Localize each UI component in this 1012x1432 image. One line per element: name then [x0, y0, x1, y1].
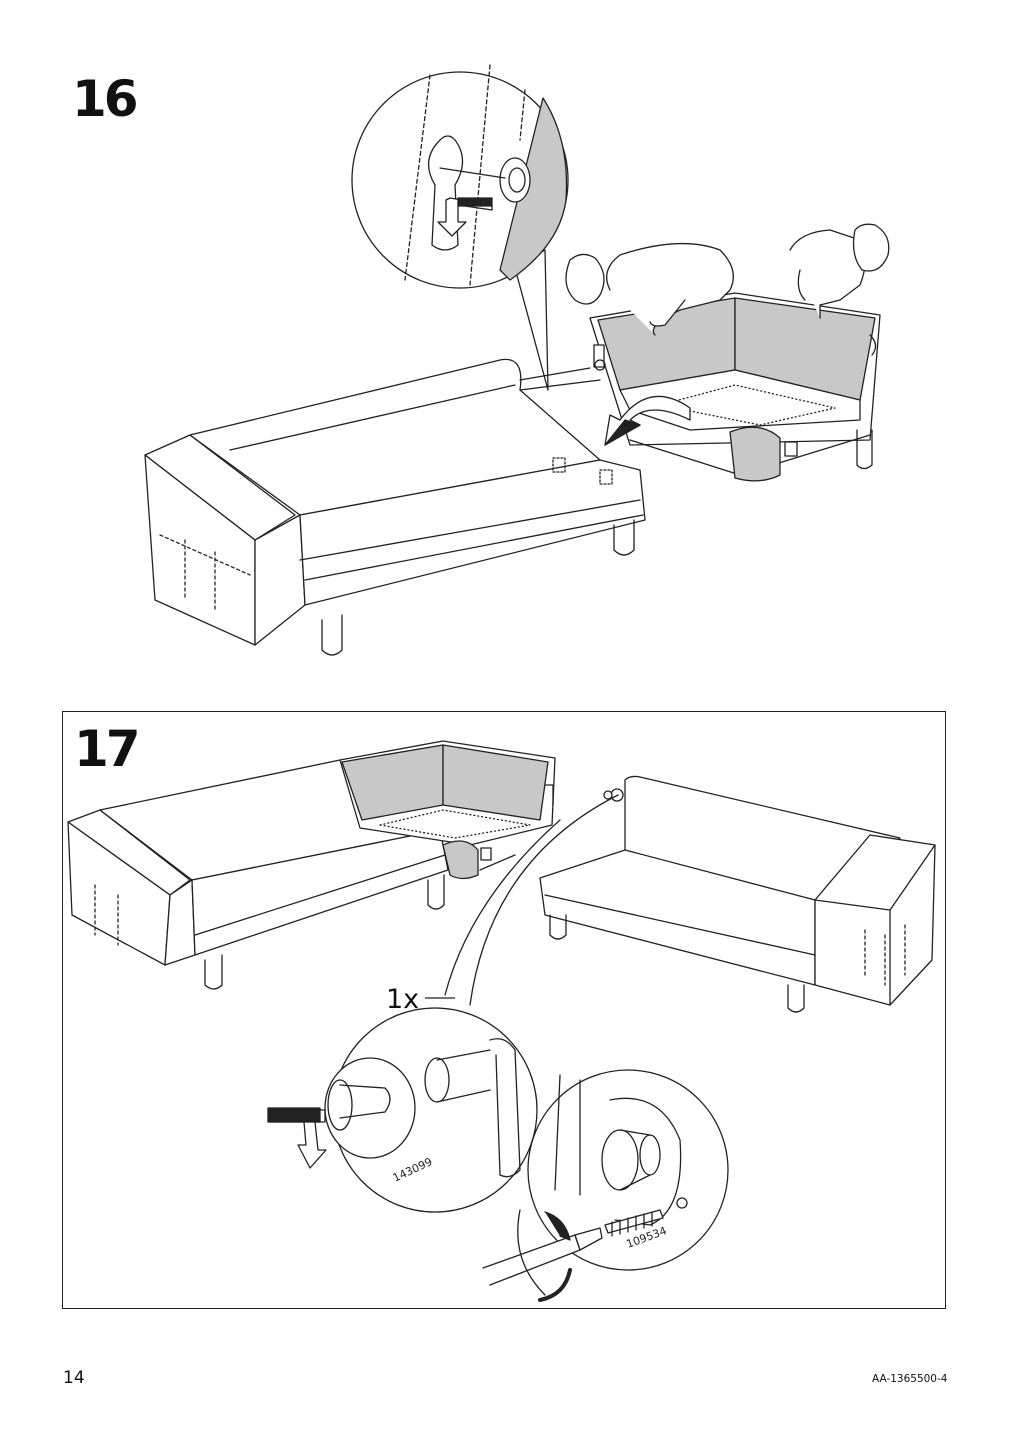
person-figure: [565, 242, 734, 336]
page-number: 14: [63, 1368, 85, 1388]
rotate-arrow-icon: [604, 395, 691, 446]
document-code: AA-1365500-4: [872, 1373, 948, 1385]
step-number-16: 16: [72, 70, 139, 128]
step-16-illustration: [144, 64, 890, 656]
connector-disc-icon: [601, 1129, 639, 1191]
step-17-frame: [62, 711, 946, 1309]
person-figure: [789, 223, 890, 319]
quantity-label: 1x: [386, 984, 420, 1015]
step-number-17: 17: [74, 720, 141, 778]
connector-disc-icon: [499, 157, 531, 203]
rotate-arrow-icon: [544, 1211, 571, 1241]
keyhole-slot-icon: [428, 135, 464, 251]
connector-disc-icon: [424, 1057, 450, 1103]
insert-arrow-icon: [437, 197, 493, 237]
